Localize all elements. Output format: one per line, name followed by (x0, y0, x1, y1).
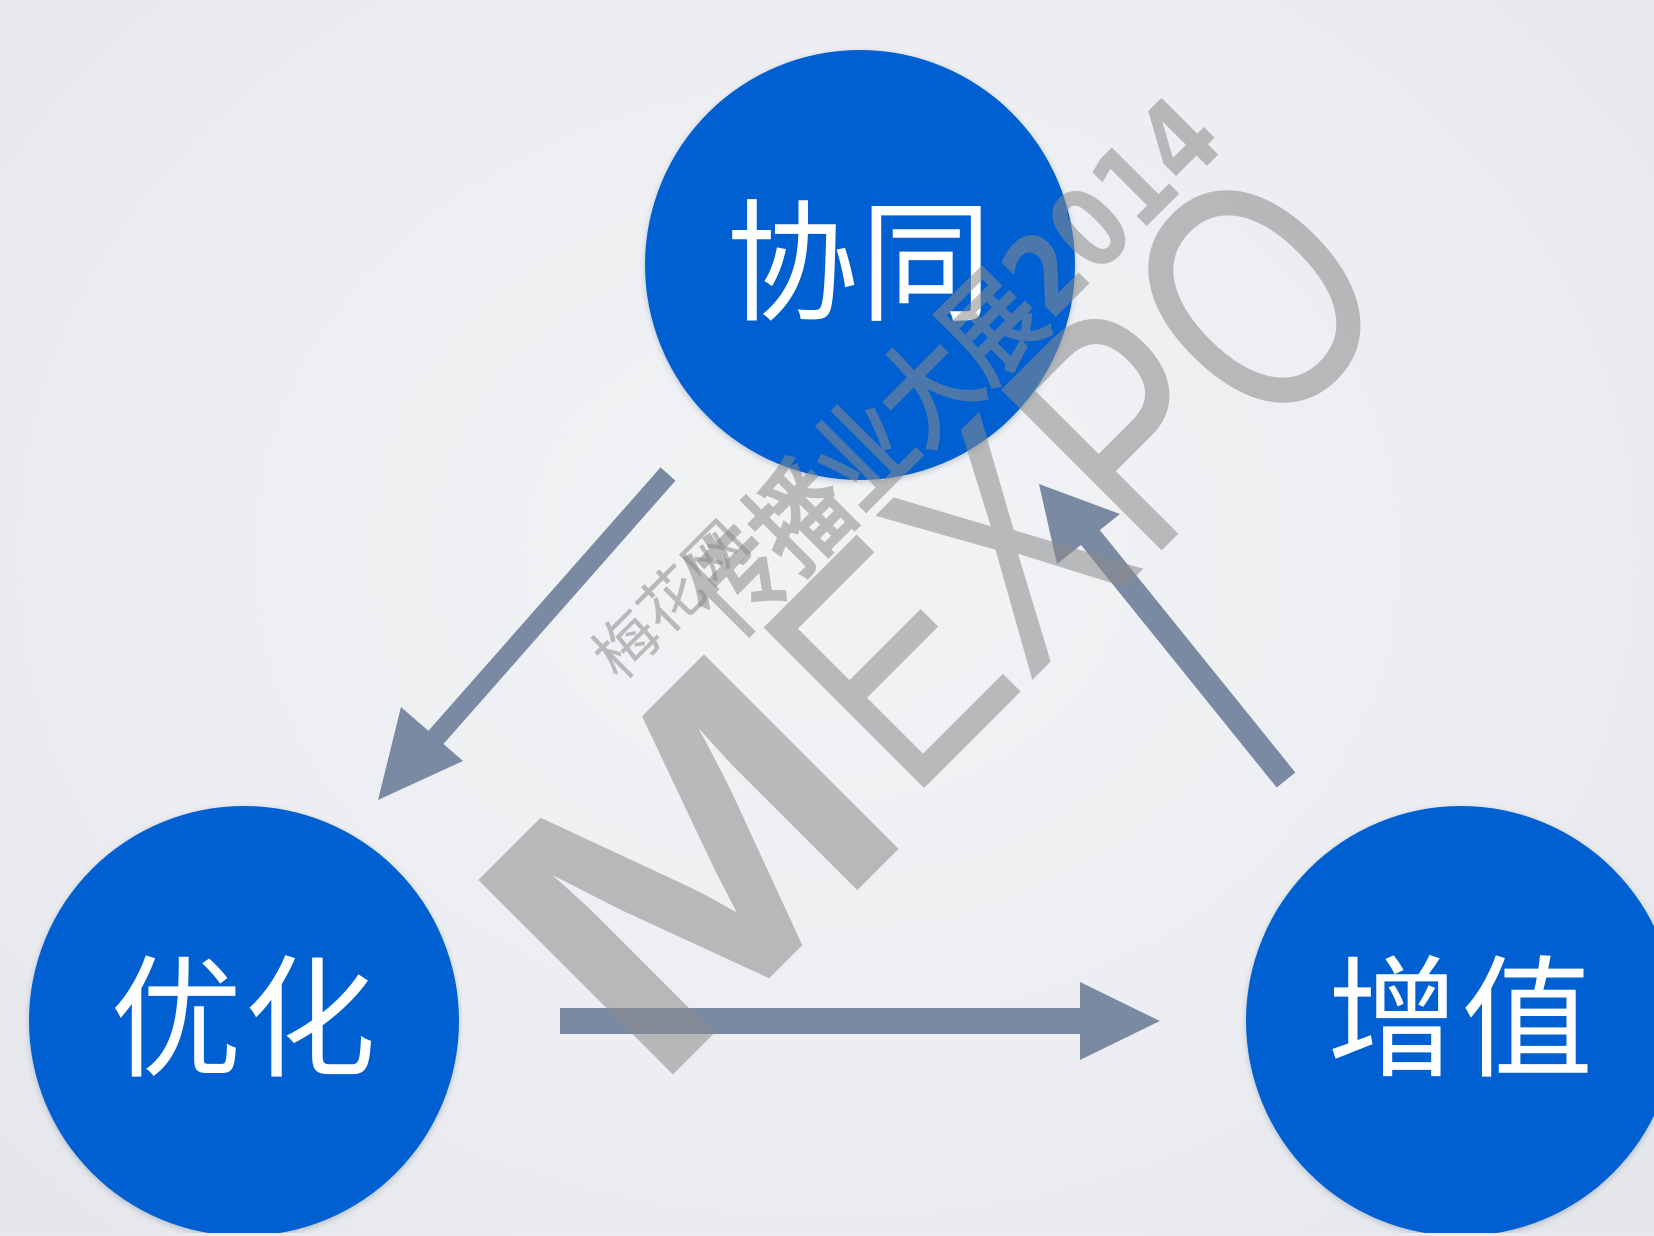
node-label-optimization: 优化 (110, 944, 378, 1098)
node-optimization: 优化 (29, 806, 459, 1236)
node-circle-left (29, 806, 459, 1233)
node-circle-right (1246, 806, 1654, 1233)
arrow-top-to-left (378, 467, 676, 800)
arrow-left-to-right (560, 982, 1160, 1060)
node-value-added: 增值 (1246, 806, 1654, 1236)
arrow-right-to-top (1039, 484, 1296, 788)
node-label-value-added: 增值 (1327, 944, 1595, 1098)
node-collaboration: 协同 (645, 50, 1075, 480)
node-circle-top (645, 50, 1075, 480)
node-label-collaboration: 协同 (726, 188, 994, 342)
